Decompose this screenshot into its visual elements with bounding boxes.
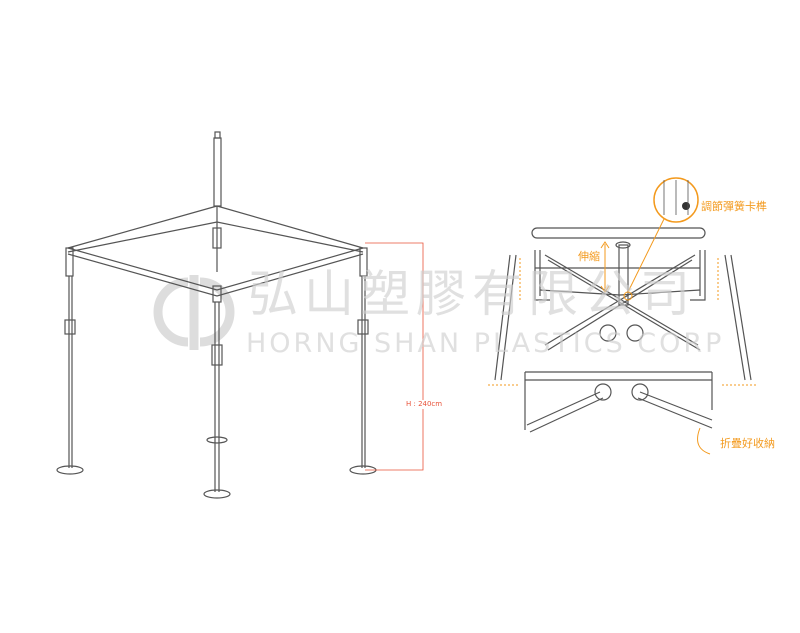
- height-dimension: [365, 242, 424, 471]
- folded-frame: [494, 227, 752, 433]
- callout-folded-storage: 折疊好收納: [720, 437, 775, 450]
- watermark-company-en: HORNG SHAN PLASTICS CORP: [246, 328, 725, 359]
- callout-lines: [488, 177, 758, 455]
- callout-telescopic: 伸縮: [578, 250, 600, 263]
- height-label: H : 240cm: [404, 400, 445, 409]
- watermark-company-cn: 弘山塑膠有限公司: [248, 265, 696, 323]
- assembled-tent: [56, 131, 377, 499]
- callout-spring-lock: 調節彈簧卡榫: [701, 200, 767, 213]
